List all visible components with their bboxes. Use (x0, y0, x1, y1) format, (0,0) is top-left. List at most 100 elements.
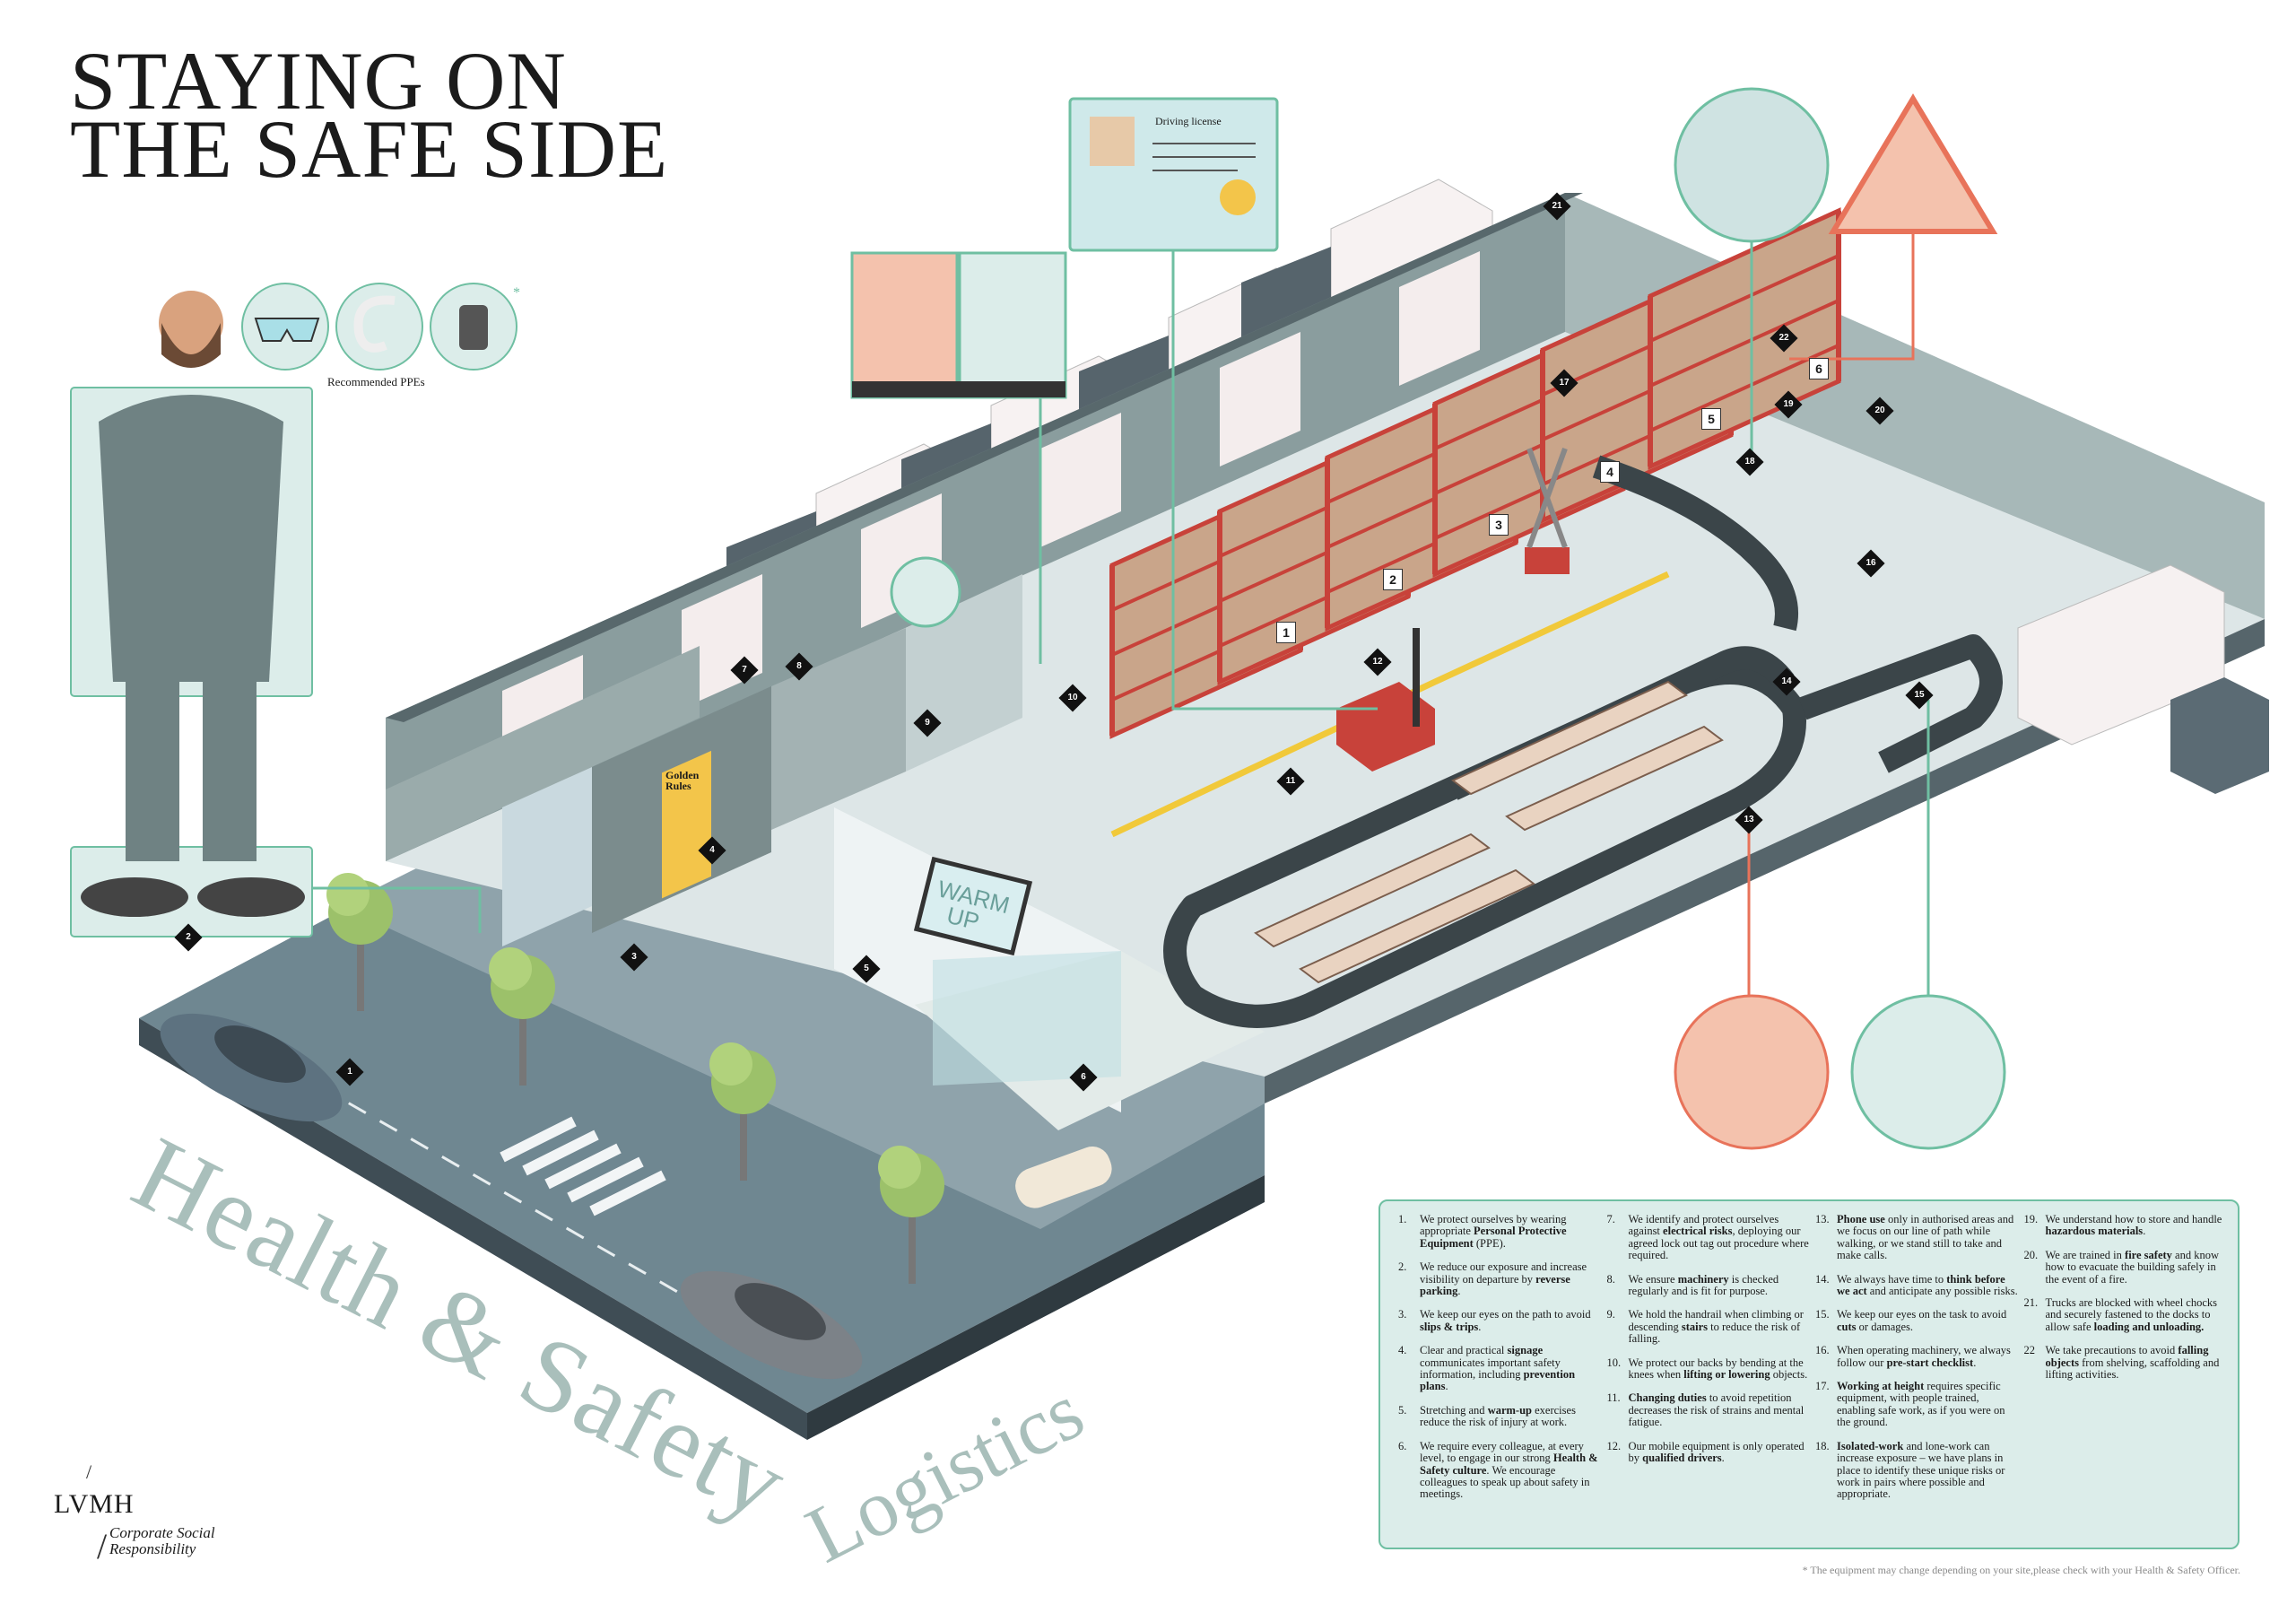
rule-text-segment: to avoid repetition decreases the risk o… (1628, 1391, 1805, 1429)
rule-marker: 2 (174, 923, 203, 952)
rack-number: 3 (1489, 514, 1509, 536)
rule-text: Our mobile equipment is only operated by… (1629, 1440, 1811, 1465)
rule-number: 4. (1398, 1344, 1407, 1357)
rule-marker-number: 8 (796, 661, 802, 671)
rule-marker-number: 14 (1781, 676, 1792, 686)
rule-text-segment: . (1478, 1320, 1482, 1333)
warmup-screen (913, 856, 1033, 956)
brand-division: Corporate Social Responsibility (109, 1525, 215, 1557)
rule-text: We identify and protect ourselves agains… (1629, 1213, 1811, 1262)
logo-slash: / (86, 1461, 92, 1483)
rule-number: 3. (1398, 1308, 1407, 1321)
rule-marker: 17 (1550, 369, 1578, 397)
rule-marker: 7 (730, 656, 759, 685)
locker-room (502, 767, 592, 946)
rule-text: Clear and practical signage communicates… (1420, 1345, 1602, 1393)
wall-top (386, 193, 1583, 722)
safety-barrier (1110, 571, 1670, 838)
trees (326, 873, 944, 1284)
rule-text-segment: We keep our eyes on the path to avoid (1420, 1308, 1591, 1321)
poster-title: STAYING ON THE SAFE SIDE (70, 39, 669, 195)
falling-objects-warning (1828, 93, 1998, 234)
rule-item: 14.We always have time to think before w… (1815, 1272, 2019, 1298)
division-line-2: Responsibility (109, 1540, 196, 1557)
rule-number: 18. (1815, 1439, 1830, 1452)
golden-rules-sign (662, 750, 711, 899)
rule-marker-number: 12 (1372, 657, 1383, 667)
rule-item: 17.Working at height requires specific e… (1815, 1380, 2019, 1429)
crosswalk (500, 1116, 666, 1216)
rack-number: 2 (1383, 569, 1403, 590)
rule-marker: 11 (1276, 767, 1305, 796)
rule-item: 19.We understand how to store and handle… (2023, 1213, 2228, 1238)
glass-partition (933, 951, 1121, 1086)
rule-text: Changing duties to avoid repetition decr… (1629, 1392, 1811, 1428)
rule-number: 22 (2023, 1344, 2036, 1357)
rule-item: 7.We identify and protect ourselves agai… (1607, 1213, 1811, 1262)
rule-text: We ensure machinery is checked regularly… (1628, 1272, 1811, 1298)
radio-icon (459, 305, 488, 350)
rule-marker: 13 (1735, 806, 1763, 834)
rule-marker-number: 13 (1744, 815, 1754, 824)
rules-column: 1.We protect ourselves by wearing approp… (1398, 1213, 1602, 1539)
rule-text-segment: . (1973, 1356, 1977, 1369)
rule-marker: 20 (1866, 397, 1894, 425)
rule-item: 18. Isolated-work and lone-work can incre… (1815, 1439, 2019, 1501)
rule-number: 21. (2023, 1296, 2039, 1310)
rule-number: 19. (2023, 1213, 2039, 1225)
rule-number: 16. (1815, 1344, 1830, 1357)
division-line-1: Corporate Social (109, 1524, 215, 1541)
rule-marker: 9 (913, 709, 942, 737)
rule-text-segment: We hold the handrail when climbing or de… (1628, 1308, 1804, 1333)
rule-marker: 6 (1069, 1063, 1098, 1092)
rule-text-segment: is checked regularly and is fit for purp… (1628, 1272, 1779, 1298)
rule-number: 17. (1815, 1380, 1830, 1393)
rule-keyword: loading and unloading. (2093, 1320, 2205, 1333)
rule-keyword: prevention plans (1420, 1368, 1576, 1393)
rule-item: 1.We protect ourselves by wearing approp… (1398, 1213, 1602, 1250)
isolated-work-callout (1674, 87, 1830, 243)
rule-marker: 16 (1857, 549, 1885, 578)
rule-text-segment: (PPE). (1473, 1236, 1506, 1250)
rule-item: 12. Our mobile equipment is only operated… (1606, 1439, 1811, 1465)
rule-text-segment: from shelving, scaffolding and lifting a… (2045, 1356, 2220, 1382)
rule-marker-number: 9 (925, 718, 930, 728)
rule-marker: 21 (1543, 192, 1571, 221)
rule-item: 10.We protect our backs by bending at th… (1607, 1356, 1811, 1382)
rule-marker-number: 7 (742, 665, 747, 675)
rule-number: 2. (1398, 1260, 1407, 1274)
rule-text: Isolated-work and lone-work can increase… (1837, 1439, 2019, 1501)
rule-item: 8.We ensure machinery is checked regular… (1607, 1272, 1811, 1298)
rule-number: 1. (1398, 1213, 1407, 1225)
rule-keyword: think before we act (1837, 1272, 2005, 1298)
rule-number: 5. (1398, 1403, 1407, 1417)
rule-marker: 8 (785, 652, 813, 681)
rule-text: We always have time to think before we a… (1837, 1272, 2019, 1298)
rule-number: 13. (1815, 1213, 1830, 1225)
rule-marker: 12 (1363, 648, 1392, 676)
warehouse-floor-edge (1265, 619, 2265, 1103)
tree (489, 947, 555, 1086)
car (680, 1270, 863, 1380)
rule-text-segment: We require every colleague, at every lev… (1420, 1439, 1584, 1465)
outbound-truck (2017, 564, 2269, 794)
forklift (1336, 628, 1435, 772)
rule-number: 15. (1815, 1308, 1830, 1321)
rule-item: 20.We are trained in fire safety and kno… (2024, 1249, 2228, 1286)
safety-glasses-icon (254, 318, 320, 342)
rule-keyword: Isolated-work (1837, 1439, 1904, 1452)
rule-text-segment: objects. (1770, 1368, 1808, 1382)
rule-marker-number: 3 (631, 952, 637, 962)
rule-item: 16.When operating machinery, we always f… (1815, 1344, 2019, 1369)
rule-keyword: qualified drivers (1642, 1452, 1722, 1465)
rule-marker-number: 4 (709, 845, 715, 855)
ear-plugs-icon (353, 295, 396, 353)
rule-number: 12. (1606, 1439, 1622, 1452)
rule-marker: 14 (1772, 667, 1801, 696)
dock-door (1220, 332, 1300, 467)
rule-text-segment: We keep our eyes on the task to avoid (1837, 1308, 2007, 1321)
title-line-2: THE SAFE SIDE (70, 103, 669, 195)
rule-marker-number: 1 (347, 1067, 352, 1077)
rule-keyword: falling objects (2045, 1344, 2209, 1369)
license-photo (1090, 117, 1135, 166)
